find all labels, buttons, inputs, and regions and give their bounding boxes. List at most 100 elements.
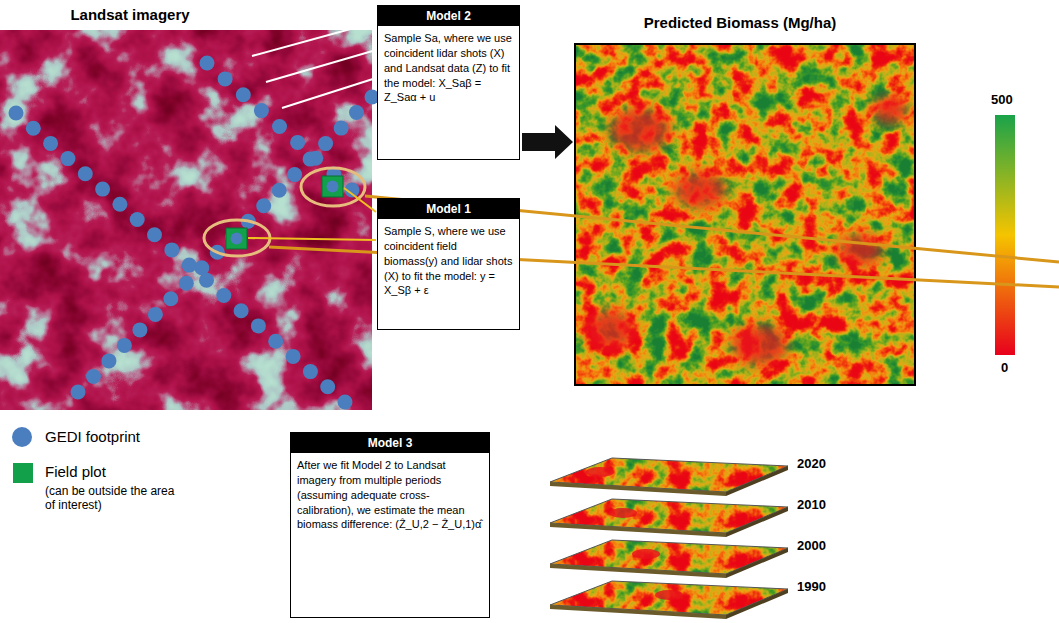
gedi-dot xyxy=(251,318,266,333)
legend-swatch xyxy=(12,427,32,447)
model-box: Model 3After we fit Model 2 to Landsat i… xyxy=(290,432,490,618)
gedi-dot xyxy=(286,349,301,364)
gedi-footprints xyxy=(9,56,380,410)
gedi-dot xyxy=(86,369,101,384)
scale-value: 0 xyxy=(1001,360,1031,376)
gedi-dot xyxy=(101,353,116,368)
legend-text: Field plot xyxy=(45,463,106,480)
map-panel: Predicted Biomass (Mg/ha) xyxy=(575,8,915,385)
gedi-dot xyxy=(71,385,86,400)
gedi-dot xyxy=(43,136,58,151)
layer-edge xyxy=(550,605,726,619)
layer-map xyxy=(545,496,795,538)
model-box: Model 1Sample S, where we use coincident… xyxy=(377,198,520,330)
gedi-dot xyxy=(268,334,283,349)
layer-edge xyxy=(550,523,726,537)
model-text: Sample Sa, where we use coincident lidar… xyxy=(378,26,519,111)
year-label: 2000 xyxy=(797,538,847,554)
gedi-dot xyxy=(26,121,41,136)
gedi-dot xyxy=(199,273,214,288)
field-plots xyxy=(204,168,365,256)
low-biomass-patches xyxy=(586,96,908,365)
panel-title: Landsat imagery xyxy=(0,0,260,23)
model-header: Model 1 xyxy=(378,199,519,219)
gedi-dot xyxy=(349,105,364,120)
biomass-map xyxy=(575,44,915,385)
layer-edge xyxy=(726,589,788,619)
layer-map xyxy=(545,537,795,579)
gedi-dot xyxy=(318,136,333,151)
landsat-image xyxy=(0,30,372,410)
gedi-dot xyxy=(272,183,287,198)
gedi-dot xyxy=(290,135,305,150)
gedi-dot xyxy=(338,395,353,410)
layer-clip xyxy=(545,578,795,620)
gedi-dot xyxy=(287,167,302,182)
gedi-dot xyxy=(117,338,132,353)
layer-clip xyxy=(545,537,795,579)
gedi-dot xyxy=(78,166,93,181)
legend-swatch xyxy=(13,463,33,483)
gedi-dot xyxy=(147,227,162,242)
layer-edge xyxy=(726,548,788,578)
gedi-dot xyxy=(200,56,215,71)
time-layers xyxy=(545,455,795,620)
gedi-dot xyxy=(132,322,147,337)
image-panel: Landsat imagery xyxy=(0,0,372,410)
gedi-dot xyxy=(130,212,145,227)
gedi-dot xyxy=(234,303,249,318)
gedi-dot xyxy=(179,276,194,291)
gedi-dot xyxy=(148,307,163,322)
gedi-dot xyxy=(303,152,318,167)
gedi-dot xyxy=(320,379,335,394)
model-text: After we fit Model 2 to Landsat imagery … xyxy=(291,453,489,538)
gedi-dot xyxy=(163,291,178,306)
panel-title: Predicted Biomass (Mg/ha) xyxy=(575,8,905,31)
layer-edge xyxy=(726,507,788,537)
gedi-dot xyxy=(60,151,75,166)
year-label: 2020 xyxy=(797,456,847,472)
layer-map xyxy=(545,455,795,497)
gedi-dot xyxy=(272,119,287,134)
time-layer xyxy=(545,496,795,538)
gedi-dot xyxy=(334,121,349,136)
gedi-dot xyxy=(182,258,197,273)
layer-patch xyxy=(609,508,637,518)
year-label: 1990 xyxy=(797,579,847,595)
map-frame xyxy=(575,44,915,385)
scale-value: 500 xyxy=(991,92,1031,108)
gedi-dot xyxy=(112,197,127,212)
layer-edge xyxy=(550,482,726,496)
color-bar xyxy=(995,115,1015,355)
layer-patch xyxy=(632,549,660,559)
time-layer xyxy=(545,578,795,620)
layer-map xyxy=(545,578,795,620)
time-layer xyxy=(545,455,795,497)
white-leader-lines xyxy=(252,22,376,108)
model-header: Model 2 xyxy=(378,6,519,26)
layer-edge xyxy=(550,564,726,578)
legend-note: (can be outside the area of interest) xyxy=(45,484,185,513)
gedi-dot xyxy=(256,198,271,213)
gedi-dot xyxy=(9,106,24,121)
time-layer xyxy=(545,537,795,579)
layer-clip xyxy=(545,455,795,497)
model-box: Model 2Sample Sa, where we use coinciden… xyxy=(377,5,520,160)
layer-patch xyxy=(655,590,683,600)
gedi-dot xyxy=(216,288,231,303)
gedi-dot xyxy=(164,242,179,257)
legend-text: GEDI footprint xyxy=(45,428,140,445)
gedi-dot xyxy=(95,182,110,197)
gedi-dot xyxy=(254,103,269,118)
gedi-dot xyxy=(218,71,233,86)
yellow-leader-lines xyxy=(248,188,376,240)
layer-edge xyxy=(726,466,788,496)
year-label: 2010 xyxy=(797,497,847,513)
gedi-dot xyxy=(236,87,251,102)
model-header: Model 3 xyxy=(291,433,489,453)
model-text: Sample S, where we use coincident field … xyxy=(378,219,519,304)
gedi-dot xyxy=(303,364,318,379)
